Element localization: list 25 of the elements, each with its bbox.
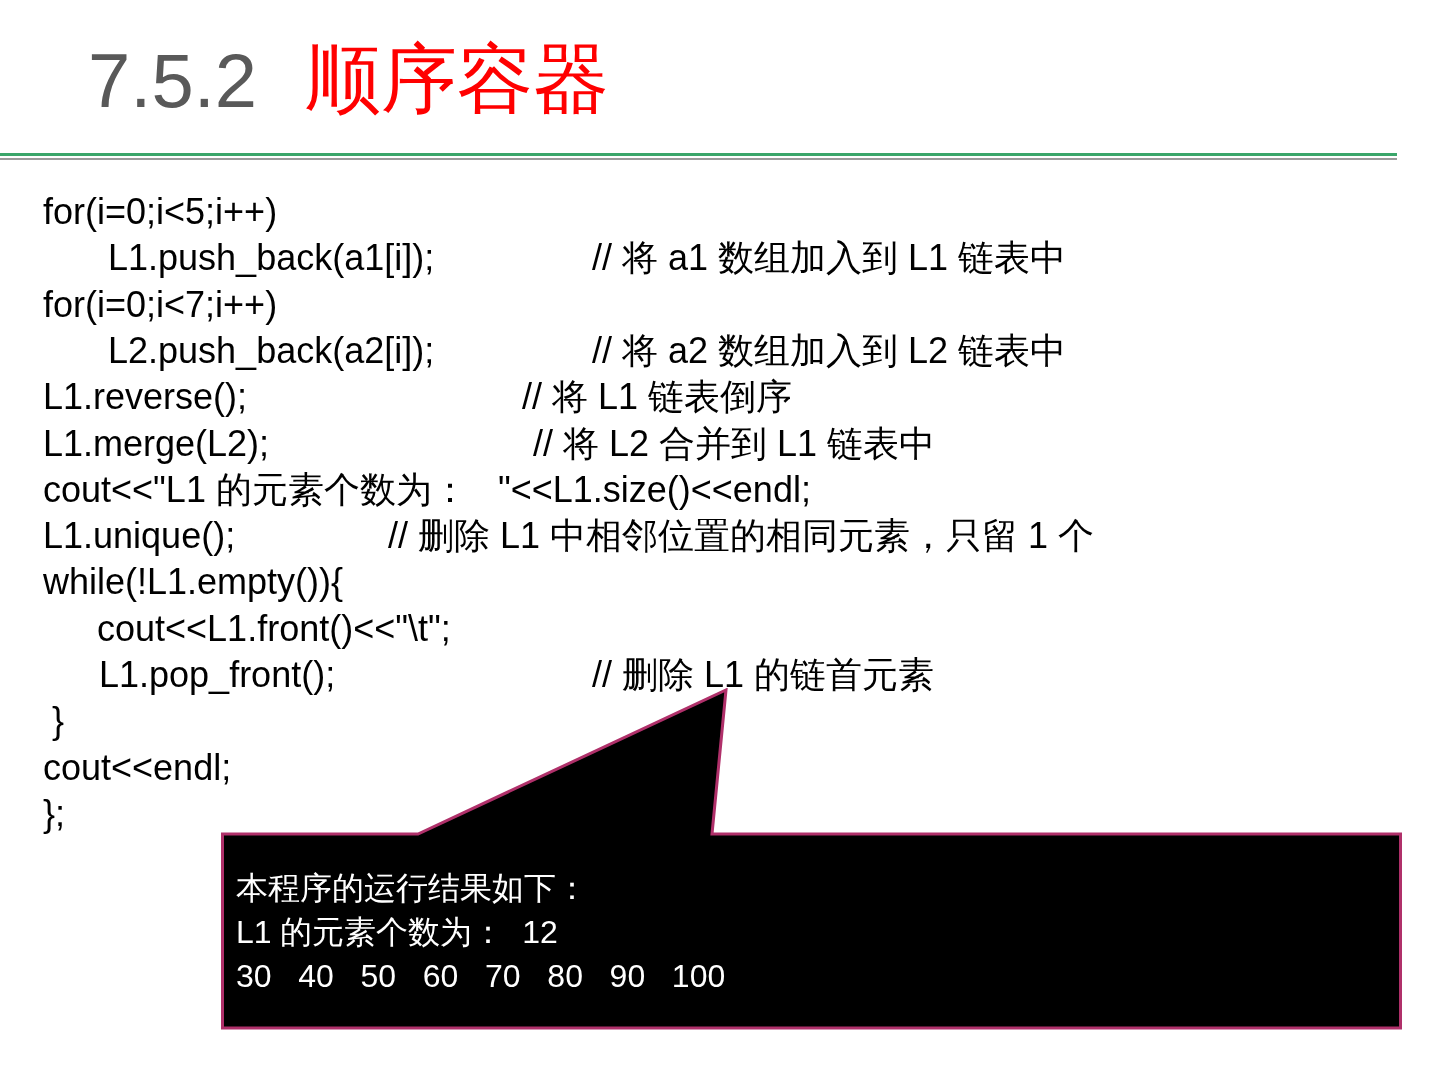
code-comment: // 删除 L1 的链首元素: [592, 654, 935, 696]
output-text: L1 的元素个数为： 12: [236, 913, 558, 952]
code-line: L1.unique();: [43, 515, 236, 558]
code-comment: // 将 a1 数组加入到 L1 链表中: [592, 237, 1067, 280]
code-line: L1.push_back(a1[i]);: [108, 237, 435, 280]
output-text: 30 40 50 60 70 80 90 100: [236, 957, 726, 996]
code-comment: // 将 L1 链表倒序: [522, 376, 793, 419]
output-text: 本程序的运行结果如下：: [236, 869, 588, 908]
code-line: while(!L1.empty()){: [43, 561, 344, 604]
code-line: };: [43, 792, 66, 835]
code-comment: // 将 L2 合并到 L1 链表中: [533, 422, 936, 465]
code-line: for(i=0;i<7;i++): [43, 283, 278, 326]
code-comment: // 将 a2 数组加入到 L2 链表中: [592, 329, 1067, 372]
code-line: L2.push_back(a2[i]);: [108, 329, 435, 372]
section-number: 7.5.2: [88, 37, 258, 125]
code-line: L1.pop_front();: [99, 654, 336, 696]
slide-title: 顺序容器: [305, 34, 609, 124]
code-line: cout<<L1.front()<<"\t";: [97, 607, 451, 650]
code-comment: // 删除 L1 中相邻位置的相同元素，只留 1 个: [388, 515, 1095, 558]
code-line: cout<<endl;: [43, 746, 232, 789]
code-line: L1.reverse();: [43, 376, 248, 419]
code-line: L1.merge(L2);: [43, 422, 270, 465]
code-line: cout<<"L1 的元素个数为： "<<L1.size()<<endl;: [43, 468, 811, 511]
code-line: }: [52, 700, 65, 743]
code-line: for(i=0;i<5;i++): [43, 191, 278, 233]
